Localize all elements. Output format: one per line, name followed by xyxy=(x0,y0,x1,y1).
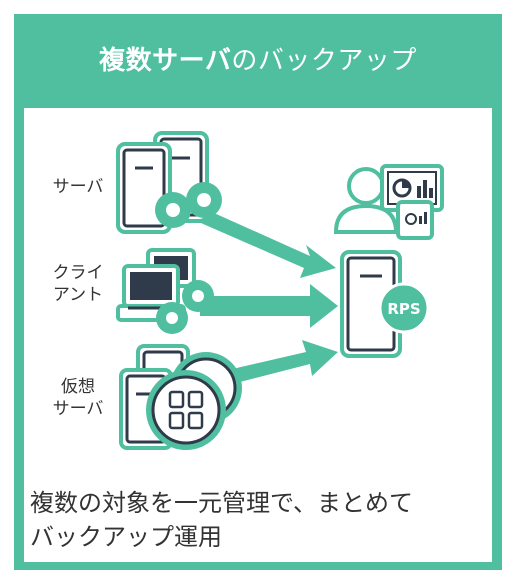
arrow-virtual-to-rps xyxy=(228,340,338,384)
virtual-server-icon xyxy=(119,344,242,450)
server-label: サーバ xyxy=(52,177,104,197)
client-laptop-icon xyxy=(116,248,214,334)
diagram-title: 複数サーバのバックアップ xyxy=(14,14,502,102)
title-bold: 複数サーバ xyxy=(99,45,232,76)
rps-label: RPS xyxy=(387,300,420,318)
virtual-label-line2: サーバ xyxy=(52,399,104,419)
arrows xyxy=(178,200,338,384)
client-label-line2: アント xyxy=(52,285,104,305)
caption: 複数の対象を一元管理で、まとめて バックアップ運用 xyxy=(30,486,490,554)
tablet-icon xyxy=(396,200,434,240)
arrow-client-to-rps xyxy=(200,284,338,328)
admin-user-icon xyxy=(333,167,399,234)
caption-line2: バックアップ運用 xyxy=(30,523,222,551)
rps-server-icon xyxy=(340,250,430,358)
virtual-label-line1: 仮想 xyxy=(61,377,95,397)
caption-line1: 複数の対象を一元管理で、まとめて xyxy=(30,489,414,517)
server-icon xyxy=(116,131,222,234)
arrow-server-to-rps xyxy=(178,200,336,278)
client-label-line1: クライ xyxy=(52,263,104,283)
title-rest: のバックアップ xyxy=(231,45,417,76)
